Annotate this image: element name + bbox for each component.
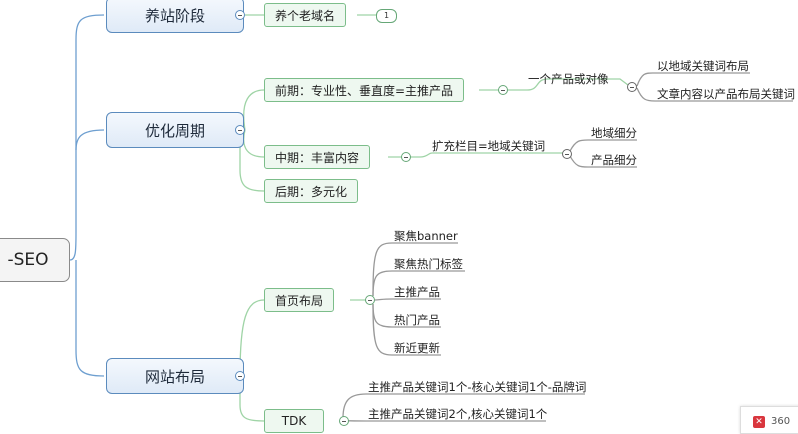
leaf-tdk-2[interactable]: 主推产品关键词2个,核心关键词1个 <box>368 407 548 421</box>
node-shouye-buju[interactable]: 首页布局 <box>264 288 335 312</box>
connector-leaf-zhutui <box>374 298 441 301</box>
connector-leaf-wenzhang <box>636 87 793 102</box>
connector-leaf-tdk-1 <box>342 393 585 419</box>
collapse-toggle-yige-chanpin[interactable] <box>627 82 637 92</box>
node-label: 优化周期 <box>144 121 205 140</box>
node-label: 后期：多元化 <box>275 184 348 199</box>
collapse-toggle-qianqi[interactable] <box>498 85 508 95</box>
leaf-jujiao-remen-biaoqian[interactable]: 聚焦热门标签 <box>394 257 463 271</box>
tray-notification[interactable]: ✕ 360 <box>740 406 798 434</box>
node-houqi[interactable]: 后期：多元化 <box>264 179 359 203</box>
node-youhua-zhouqi[interactable]: 优化周期 <box>106 112 244 148</box>
leaf-xinjin-gengxin[interactable]: 新近更新 <box>394 341 440 355</box>
tray-text: 360 <box>771 416 791 427</box>
node-wangzhan-buju[interactable]: 网站布局 <box>106 358 244 394</box>
collapsed-count-badge[interactable]: 1 <box>376 9 397 23</box>
node-label: 养站阶段 <box>144 6 205 25</box>
node-yangzhan-jieduan[interactable]: 养站阶段 <box>106 0 244 33</box>
connector-leaf-diyuxifen <box>569 139 637 152</box>
node-label: 前期：专业性、垂直度=主推产品 <box>275 83 454 98</box>
root-label: -SEO <box>7 250 49 270</box>
connector-youhua-houqi <box>239 140 265 192</box>
connector-leaf-remen-biaoqian <box>372 270 465 297</box>
collapse-toggle-wangzhan[interactable] <box>235 371 245 381</box>
node-yige-chanpin[interactable]: 一个产品或对像 <box>528 72 609 86</box>
collapse-toggle-zhongqi[interactable] <box>401 152 411 162</box>
360-icon: ✕ <box>753 416 765 428</box>
leaf-diyu-xifen[interactable]: 地域细分 <box>591 126 637 140</box>
leaf-jujiao-banner[interactable]: 聚焦banner <box>394 229 458 243</box>
node-tdk[interactable]: TDK <box>264 409 324 433</box>
collapse-toggle-kuochong[interactable] <box>562 149 572 159</box>
connector-youhua-zhongqi <box>243 129 265 158</box>
leaf-diyu-guanjianci[interactable]: 以地域关键词布局 <box>657 59 749 73</box>
connector-leaf-xinjin <box>372 303 441 356</box>
collapse-toggle-tdk[interactable] <box>339 416 349 426</box>
node-zhongqi[interactable]: 中期：丰富内容 <box>264 145 371 169</box>
node-label: TDK <box>281 414 307 428</box>
connector-leaf-chanpinxifen <box>569 155 637 168</box>
node-yang-laoyuming[interactable]: 养个老域名 <box>264 3 347 27</box>
collapse-toggle-shouye[interactable] <box>365 295 375 305</box>
node-label: 首页布局 <box>275 293 324 308</box>
connector-qianqi-sub <box>479 78 633 91</box>
node-kuochong-lanmu[interactable]: 扩充栏目=地域关键词 <box>432 139 546 153</box>
leaf-remen-chanpin[interactable]: 热门产品 <box>394 313 440 327</box>
leaf-chanpin-xifen[interactable]: 产品细分 <box>591 153 637 167</box>
connector-leaf-banner <box>372 242 458 297</box>
connector-youhua-qianqi <box>243 89 265 131</box>
node-qianqi[interactable]: 前期：专业性、垂直度=主推产品 <box>264 78 465 102</box>
collapse-toggle-yangzhan[interactable] <box>235 10 245 20</box>
connector-root-wangzhan <box>75 260 105 377</box>
connector-root-youhua <box>75 129 105 151</box>
connector-leaf-diyu <box>636 72 750 87</box>
collapse-toggle-youhua[interactable] <box>235 125 245 135</box>
root-node[interactable]: -SEO <box>0 238 70 282</box>
node-label: 网站布局 <box>144 367 205 386</box>
connector-zhongqi-sub <box>388 152 566 158</box>
node-label: 中期：丰富内容 <box>275 150 360 165</box>
leaf-wenzhang-neirong[interactable]: 文章内容以产品布局关键词 <box>657 87 795 101</box>
leaf-tdk-1[interactable]: 主推产品关键词1个-核心关键词1个-品牌词 <box>368 380 587 394</box>
connector-wangzhan-tdk <box>239 380 265 422</box>
node-label: 养个老域名 <box>275 8 336 23</box>
leaf-zhutui-chanpin[interactable]: 主推产品 <box>394 285 440 299</box>
connector-root-yangzhan <box>69 14 105 261</box>
